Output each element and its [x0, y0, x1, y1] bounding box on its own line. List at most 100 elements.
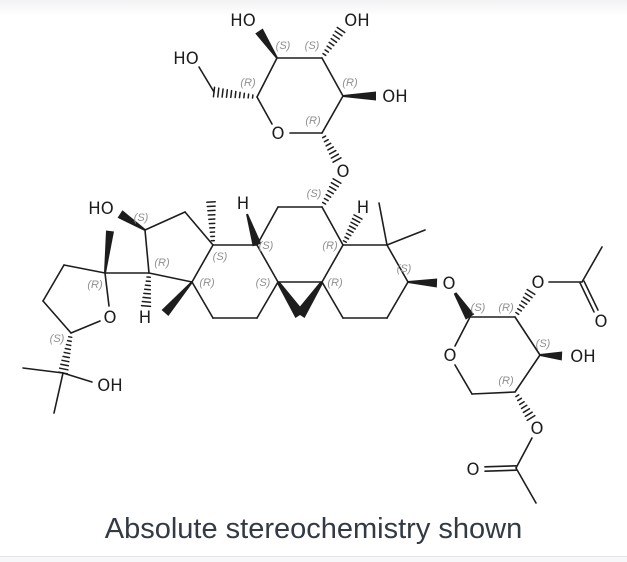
bond — [256, 206, 279, 246]
hash-bond — [212, 86, 216, 98]
bond — [321, 206, 344, 246]
bond — [198, 66, 215, 93]
stereo-descriptor-label: (R) — [327, 277, 343, 289]
oxygen-atom-label: O — [595, 312, 608, 331]
stereo-descriptor-label: (R) — [154, 257, 170, 269]
double-bond — [484, 465, 517, 468]
wedge-bond — [343, 91, 376, 101]
double-bond — [484, 469, 517, 472]
bond — [191, 281, 214, 319]
hash-bond — [321, 135, 327, 139]
bond — [70, 320, 101, 334]
hash-bond — [58, 367, 69, 371]
wedge-bond — [453, 292, 475, 320]
wedge-bond — [407, 278, 438, 288]
hash-bond — [141, 300, 152, 303]
hash-bond — [65, 343, 72, 347]
hash-bond — [520, 404, 528, 410]
stereo-descriptor-label: (R) — [305, 115, 321, 127]
oxygen-atom-label: O — [337, 162, 350, 181]
hash-bond — [225, 89, 229, 98]
wedge-bond — [104, 230, 114, 274]
hash-bond — [326, 45, 332, 50]
stereo-descriptor-label: (S) — [256, 277, 271, 289]
stereo-descriptor-label: (R) — [498, 375, 514, 387]
hash-bond — [325, 193, 332, 198]
stereo-descriptor-label: (R) — [498, 302, 514, 314]
hash-bond — [330, 153, 340, 159]
hash-bond — [518, 401, 525, 406]
hash-bond — [321, 201, 327, 205]
hydrogen-atom-label: H — [139, 308, 151, 327]
hash-bond — [526, 288, 536, 296]
hash-bond — [62, 355, 71, 359]
stereo-descriptor-label: (S) — [276, 40, 291, 52]
bond — [144, 211, 186, 231]
stereo-descriptor-label: (S) — [536, 338, 551, 350]
wedge-bond — [117, 210, 146, 231]
hydroxyl-label: HO — [230, 11, 255, 30]
wedge-bond — [539, 351, 563, 361]
oxygen-atom-label: O — [467, 460, 480, 479]
bond — [256, 57, 278, 98]
hydroxyl-label: OH — [344, 11, 369, 30]
bond — [104, 272, 110, 307]
hash-bond — [328, 149, 337, 155]
bond — [454, 364, 473, 395]
hash-bond — [323, 197, 329, 202]
bond — [378, 202, 388, 246]
hash-bond — [64, 347, 72, 351]
hash-bond — [63, 351, 71, 355]
hash-bond — [221, 88, 224, 98]
double-bond — [583, 280, 599, 311]
stereo-descriptor-label: (S) — [471, 302, 486, 314]
stereo-descriptor-label: (S) — [134, 212, 149, 224]
bond — [514, 316, 541, 356]
hash-bond — [243, 92, 246, 99]
bond — [42, 300, 72, 334]
bond — [184, 211, 214, 246]
bond — [191, 244, 214, 283]
oxygen-atom-label: O — [532, 273, 545, 292]
hash-bond — [238, 91, 241, 99]
hash-bond — [332, 157, 342, 163]
hash-bond — [347, 228, 354, 234]
double-bond — [579, 282, 595, 313]
bond — [581, 246, 603, 283]
hash-bond — [328, 185, 337, 191]
hash-bond — [57, 371, 69, 375]
hash-bond — [515, 311, 520, 316]
hash-bond — [332, 178, 342, 184]
bond — [386, 281, 409, 319]
stereo-descriptor-label: (R) — [322, 240, 338, 252]
hydrogen-atom-label: H — [237, 194, 249, 213]
hash-bond — [348, 225, 357, 230]
wedge-bond — [276, 281, 305, 319]
bond — [321, 281, 344, 319]
bond — [386, 229, 426, 246]
hash-bond — [143, 292, 152, 295]
hash-bond — [323, 138, 329, 143]
bond — [144, 229, 150, 274]
hash-bond — [142, 296, 152, 299]
bond — [386, 244, 409, 283]
bond — [471, 391, 516, 395]
hash-bond — [330, 181, 340, 188]
bond — [42, 264, 65, 302]
hash-bond — [143, 288, 152, 291]
hash-bond — [322, 52, 327, 57]
stereo-descriptor-label: (S) — [213, 251, 228, 263]
hash-bond — [327, 189, 334, 195]
bond — [53, 372, 64, 414]
stereo-descriptor-label: (R) — [240, 77, 256, 89]
stereo-descriptor-label: (R) — [87, 279, 103, 291]
bond — [515, 437, 533, 469]
bond — [148, 272, 193, 283]
hydroxyl-label: HO — [173, 49, 198, 68]
stereo-descriptor-label: (S) — [259, 240, 274, 252]
oxygen-atom-label: O — [444, 346, 457, 365]
hash-bond — [230, 89, 233, 99]
hash-bond — [67, 335, 73, 339]
wedge-bond — [246, 213, 262, 247]
